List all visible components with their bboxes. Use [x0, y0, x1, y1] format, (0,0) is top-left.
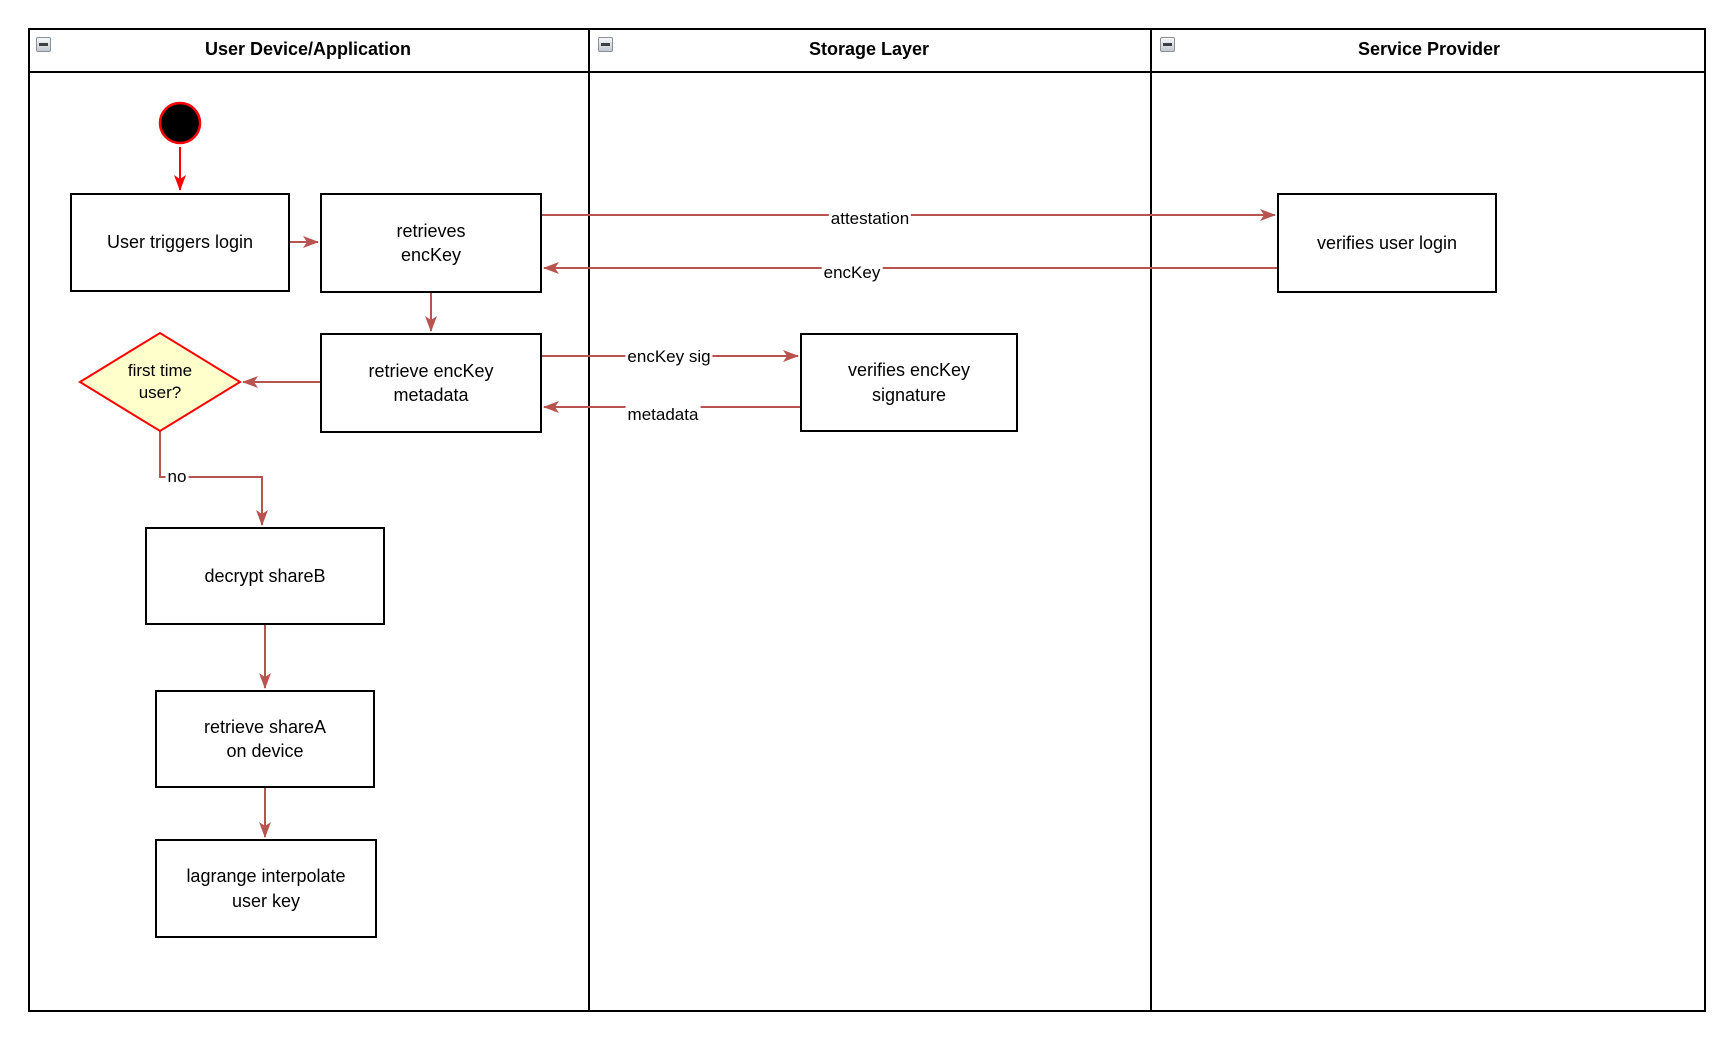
edge-no-branch[interactable] [159, 431, 268, 526]
lane-title-service-provider[interactable]: Service Provider [1357, 39, 1501, 59]
start-node[interactable] [158, 101, 202, 145]
edge-label-attestation[interactable]: attestation [828, 209, 912, 229]
edge-label-enckey[interactable]: encKey [821, 263, 883, 283]
minus-icon [601, 43, 610, 46]
lane-divider-2 [1150, 28, 1152, 1012]
decision-first-time-user-label[interactable]: first time user? [127, 360, 193, 402]
minus-icon [1163, 43, 1172, 46]
collapse-lane-icon[interactable] [1160, 37, 1175, 52]
lane-divider-1 [588, 28, 590, 1012]
lane-title-user-device[interactable]: User Device/Application [204, 39, 412, 59]
edge-label-metadata[interactable]: metadata [625, 405, 701, 425]
node-lagrange-interpolate[interactable]: lagrange interpolate user key [155, 839, 377, 938]
node-decrypt-shareb[interactable]: decrypt shareB [145, 527, 385, 625]
node-user-triggers-login[interactable]: User triggers login [70, 193, 290, 292]
decision-diamond[interactable] [78, 331, 242, 433]
collapse-lane-icon[interactable] [36, 37, 51, 52]
lane-title-storage-layer[interactable]: Storage Layer [808, 39, 930, 59]
collapse-lane-icon[interactable] [598, 37, 613, 52]
lane-header-separator [28, 71, 1706, 73]
edge-label-no[interactable]: no [165, 467, 189, 487]
node-retrieve-sharea[interactable]: retrieve shareA on device [155, 690, 375, 788]
node-retrieve-enckey-metadata[interactable]: retrieve encKey metadata [320, 333, 542, 433]
edge-label-enckey-sig[interactable]: encKey sig [625, 347, 713, 367]
minus-icon [39, 43, 48, 46]
node-retrieves-enckey[interactable]: retrieves encKey [320, 193, 542, 293]
node-verifies-enckey-signature[interactable]: verifies encKey signature [800, 333, 1018, 432]
node-verifies-user-login[interactable]: verifies user login [1277, 193, 1497, 293]
